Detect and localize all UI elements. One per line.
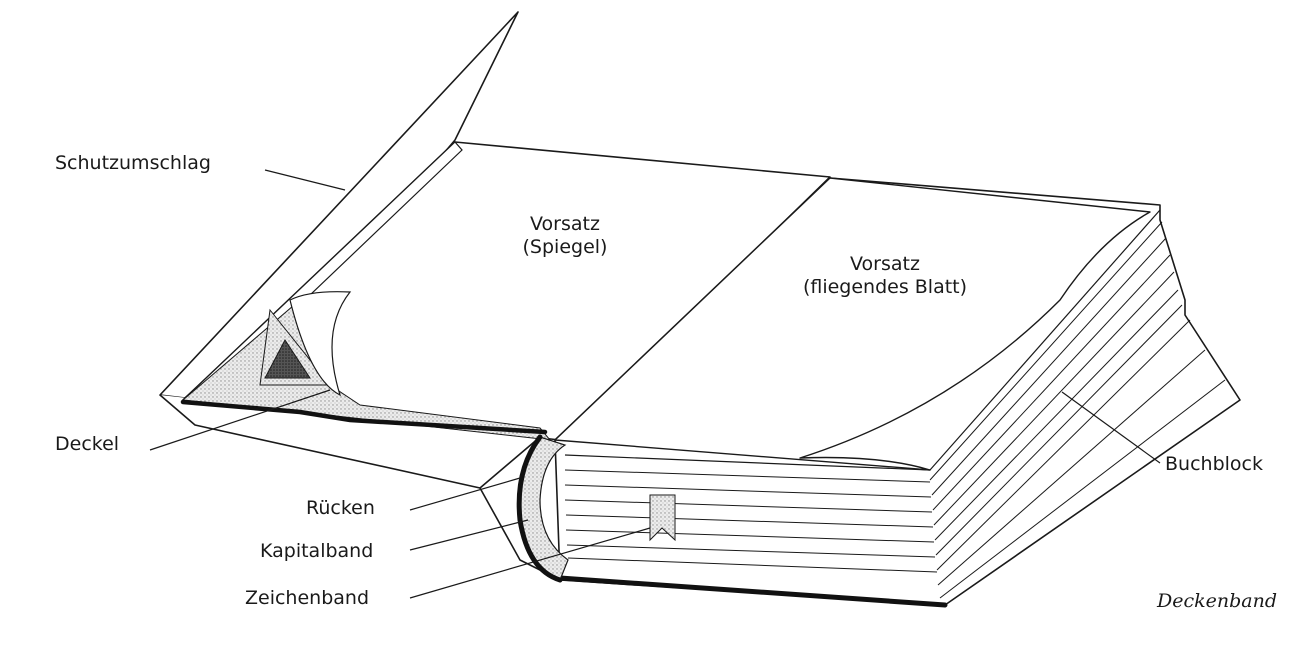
label-ruecken: Rücken bbox=[306, 497, 375, 519]
leader-zeichenband bbox=[409, 527, 651, 599]
label-vorsatz-fliegendes-blatt: Vorsatz (fliegendes Blatt) bbox=[775, 253, 995, 299]
leader-schutzumschlag bbox=[264, 169, 346, 191]
leader-buchblock bbox=[1061, 391, 1161, 464]
front-board bbox=[180, 141, 831, 441]
label-kapitalband: Kapitalband bbox=[260, 540, 374, 562]
spine bbox=[516, 434, 569, 583]
label-vorsatz-fliegend-line1: Vorsatz bbox=[850, 253, 920, 275]
bookmark-ribbon bbox=[649, 494, 676, 542]
leader-deckel bbox=[149, 389, 331, 451]
leader-lines bbox=[149, 169, 1161, 599]
label-vorsatz-spiegel-line2: (Spiegel) bbox=[522, 235, 608, 258]
leader-ruecken bbox=[409, 477, 521, 511]
label-buchblock: Buchblock bbox=[1165, 453, 1263, 475]
book-block bbox=[554, 177, 1241, 608]
label-zeichenband: Zeichenband bbox=[245, 587, 370, 609]
label-vorsatz-spiegel-line1: Vorsatz bbox=[530, 213, 600, 235]
label-schutzumschlag: Schutzumschlag bbox=[55, 152, 211, 174]
label-vorsatz-spiegel: Vorsatz (Spiegel) bbox=[465, 213, 665, 259]
label-vorsatz-fliegend-line2: (fliegendes Blatt) bbox=[802, 275, 968, 298]
caption-deckenband: Deckenband bbox=[1157, 590, 1278, 612]
label-deckel: Deckel bbox=[55, 433, 120, 455]
leader-kapitalband bbox=[409, 519, 529, 551]
